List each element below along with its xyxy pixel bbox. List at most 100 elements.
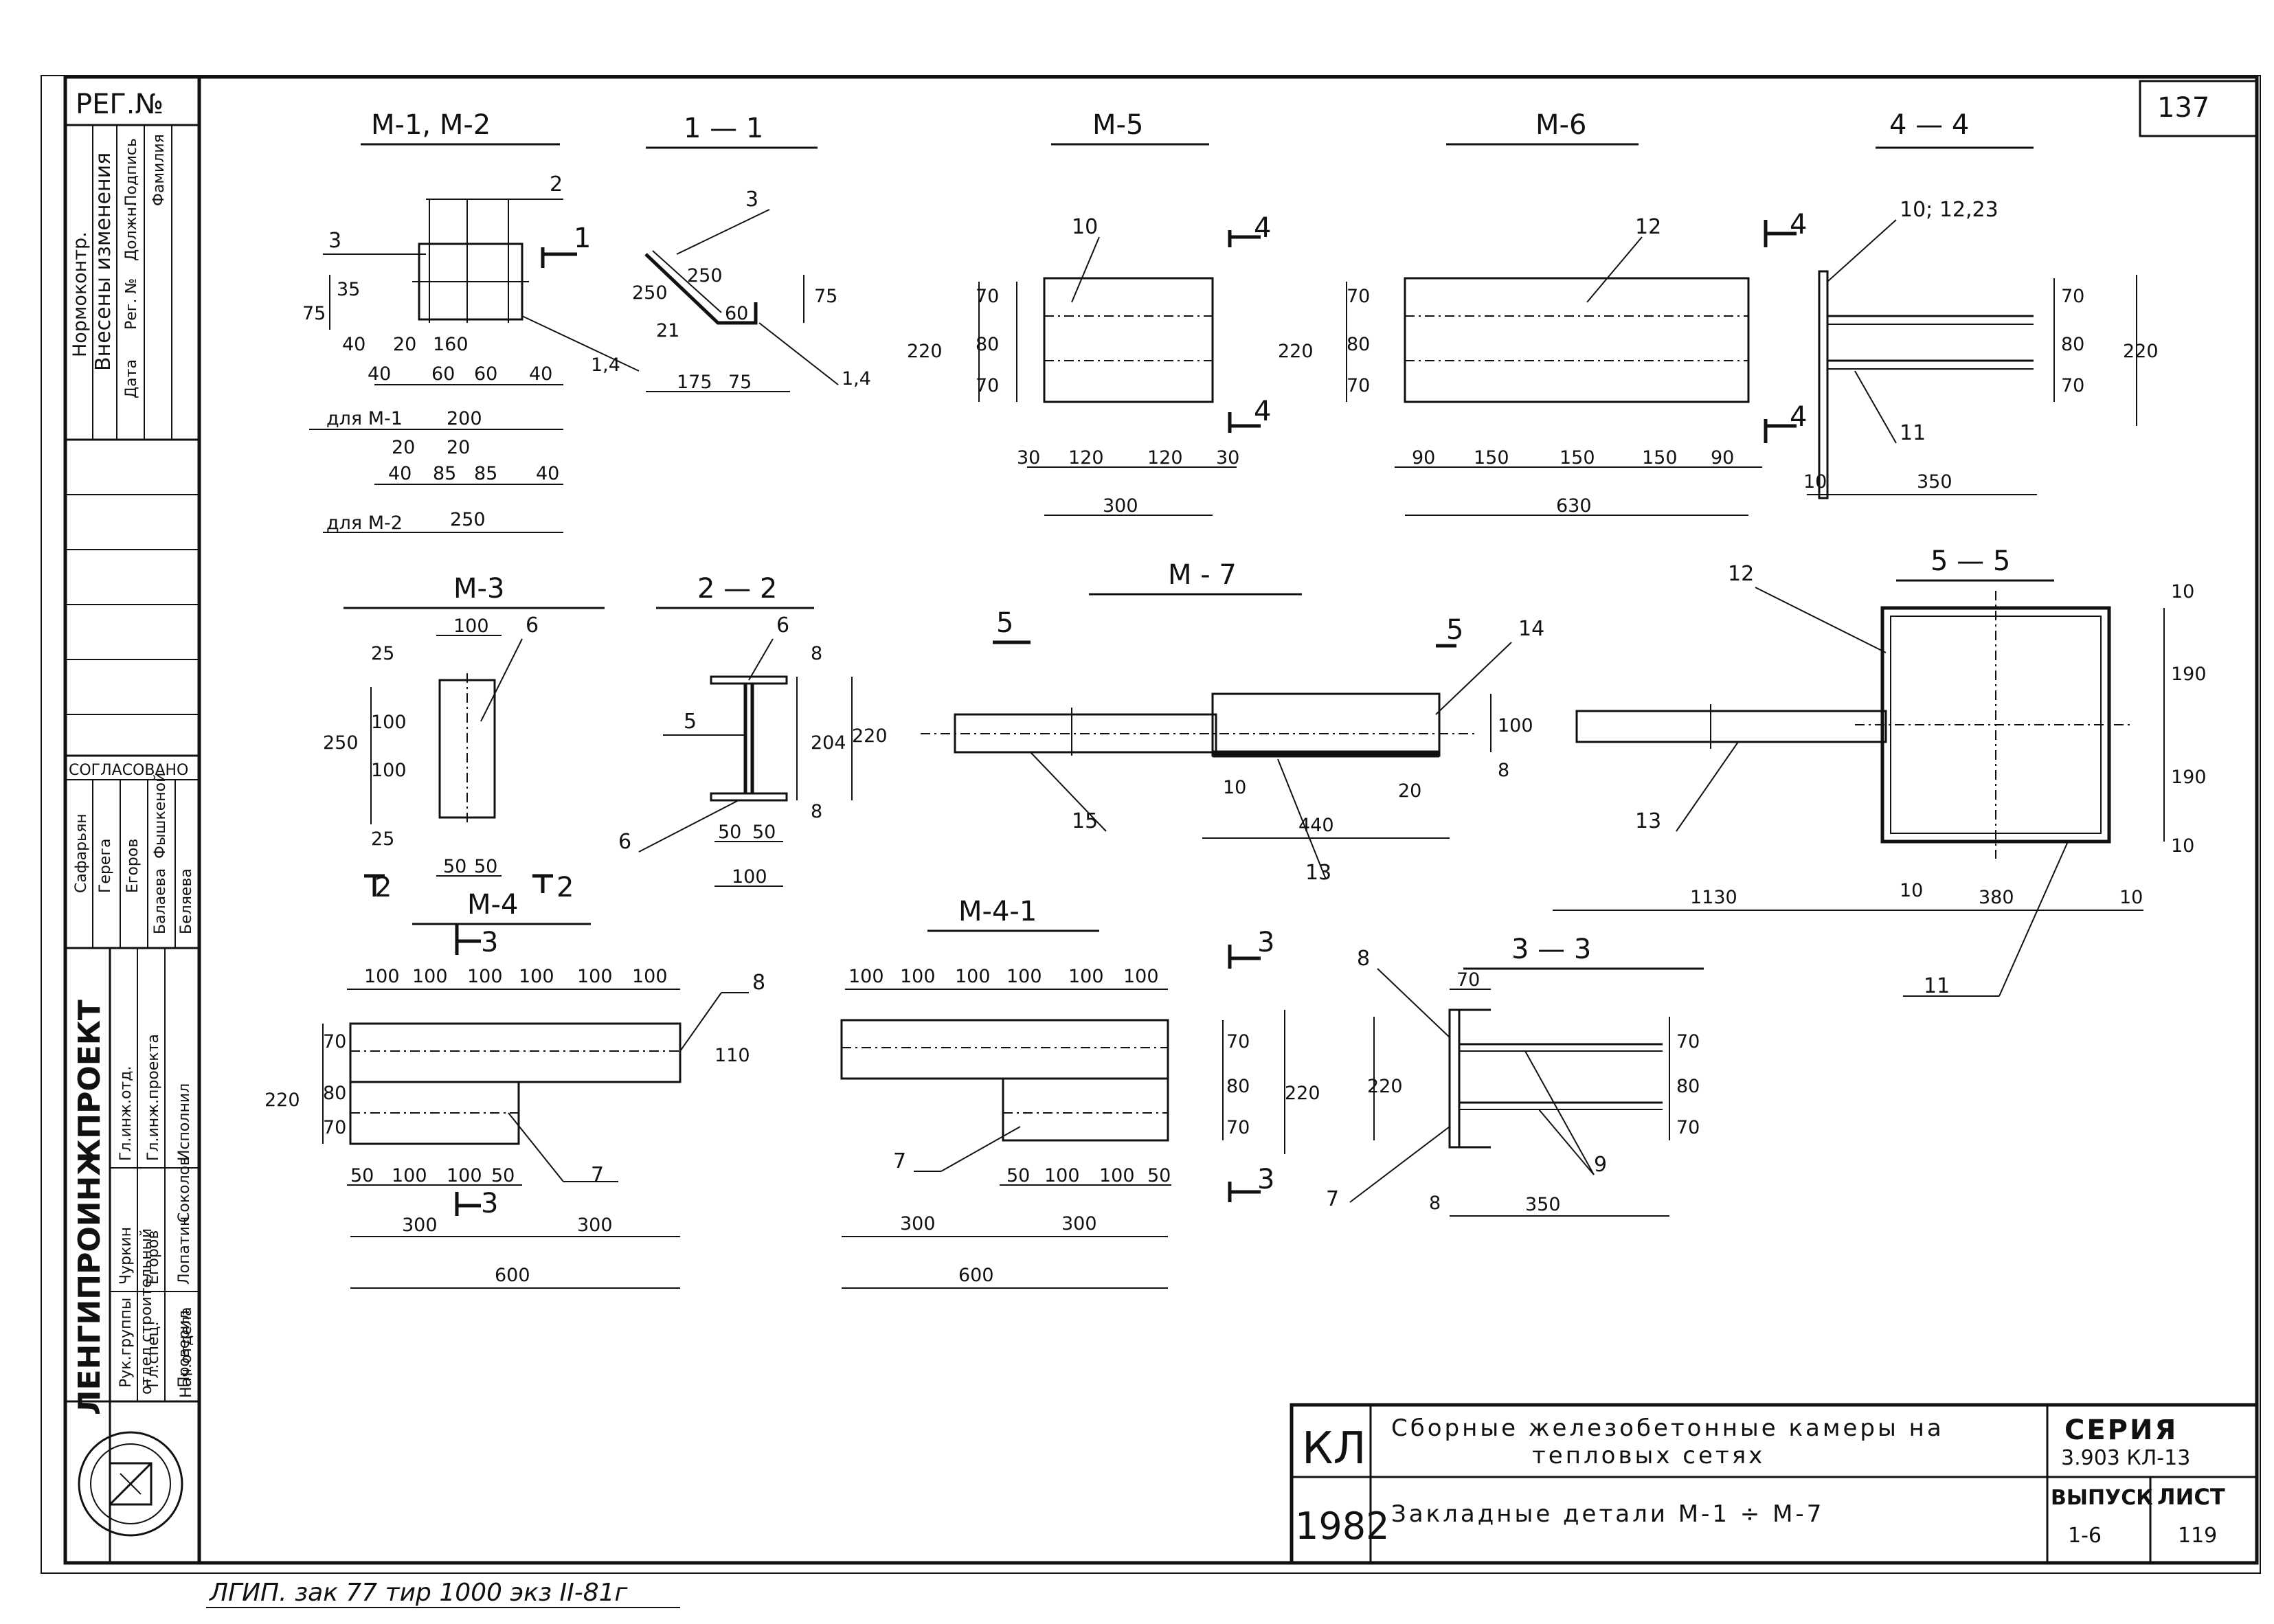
s33-dim-v-2: 80 (1676, 1076, 1700, 1097)
m5-sec-top: 4 (1254, 212, 1271, 244)
m41-dim-bot-4: 50 (1147, 1165, 1171, 1186)
s11-dim-21: 21 (656, 320, 679, 341)
m5-sec-bot: 4 (1254, 396, 1271, 427)
s22-dim-h-2: 50 (752, 822, 776, 843)
s44-total-v: 220 (2123, 341, 2159, 362)
changes-col-reg: Рег. № (123, 278, 140, 330)
m4-dim-bot-4: 50 (491, 1165, 515, 1186)
s33-dim-350: 350 (1525, 1194, 1561, 1215)
s22-dim-v-2: 204 (811, 732, 846, 754)
tb-sheet-label: ЛИСТ (2157, 1484, 2225, 1510)
s33-dim-v-3: 70 (1676, 1117, 1700, 1138)
m6-total-h: 630 (1556, 495, 1592, 517)
s33-dim-8: 8 (1429, 1193, 1441, 1214)
m4-dim-top-1: 100 (364, 966, 400, 987)
s33-dim-70: 70 (1456, 969, 1480, 991)
m4-total: 600 (495, 1265, 530, 1286)
m41-dim-bot-1: 50 (1006, 1165, 1030, 1186)
outer-frame (41, 75, 2261, 1574)
s22-total-v: 220 (852, 725, 888, 747)
s55-dim-v-1: 10 (2171, 581, 2194, 602)
m41-dim-v-2: 80 (1226, 1076, 1250, 1097)
view-section-3-3: 3 — 3 70 8 9 7 220 70 80 70 8 350 (1326, 934, 1704, 1217)
tb-title-line2: тепловых сетях (1532, 1442, 1765, 1469)
agreed-label: СОГЛАСОВАНО (69, 762, 188, 779)
s55-dim-v-2: 190 (2171, 664, 2207, 685)
s11-dim-250b: 250 (632, 282, 668, 304)
s55-dim-10a: 10 (1900, 880, 1923, 901)
changes-col-position: Должн. (123, 202, 140, 261)
m5-dim-v-2: 80 (976, 334, 999, 355)
m6-total-v: 220 (1278, 341, 1314, 362)
s11-dim-250a: 250 (687, 265, 723, 286)
m41-dim-v-1: 70 (1226, 1031, 1250, 1052)
s33-callout-8: 8 (1357, 947, 1370, 971)
view-m1-m2: М-1, М-2 2 3 1 1,4 75 35 40 20 160 40 60… (302, 109, 640, 534)
agreed-name-6: Беляева (178, 868, 195, 934)
s44-dim-v-1: 70 (2061, 286, 2084, 307)
view-section-4-4: 4 — 4 4 4 10; 12,23 11 70 80 70 220 10 3… (1764, 109, 2159, 499)
view-m6: М-6 12 70 80 70 220 90 150 150 150 90 63… (1278, 109, 1762, 517)
m1-callout-3: 3 (328, 229, 341, 253)
m5-dim-h-1: 30 (1017, 447, 1040, 469)
m6-dim-h-3: 150 (1560, 447, 1595, 469)
m3-sec-left: 2 (374, 872, 392, 903)
changes-header: Внесены изменения (91, 153, 115, 371)
m3-dim-h-2: 50 (474, 856, 497, 877)
organization-seal (78, 1431, 183, 1537)
s11-dim-75: 75 (728, 372, 752, 393)
view-m3: М-3 100 6 25 100 100 25 250 50 50 2 2 (323, 573, 605, 903)
m41-dim-bot-2: 100 (1044, 1165, 1080, 1186)
m6-dim-v-2: 80 (1347, 334, 1370, 355)
changes-col-date: Дата (123, 359, 140, 398)
m5-dim-h-3: 120 (1147, 447, 1183, 469)
s44-sec-bot: 4 (1790, 401, 1807, 433)
m41-dim-top-6: 100 (1123, 966, 1159, 987)
m3-dim-v-4: 25 (371, 828, 394, 850)
m4-half-2: 300 (577, 1215, 613, 1236)
role-4: Гл.спец. (145, 1322, 162, 1388)
m41-total: 600 (958, 1265, 994, 1286)
agreed-name-2: Герега (97, 839, 114, 894)
m6-dim-h-5: 90 (1711, 447, 1734, 469)
sheet-corner-box (2139, 80, 2258, 137)
m4-dim-v-3: 70 (323, 1117, 346, 1138)
m4-total-v: 220 (264, 1090, 300, 1111)
m3-callout-6: 6 (526, 613, 539, 638)
changes-col-surname: Фамилия (150, 134, 168, 206)
m41-half-1: 300 (900, 1213, 936, 1234)
s44-dim-v-3: 70 (2061, 375, 2084, 396)
s11-dim-175: 175 (677, 372, 712, 393)
role-6: Проверил (176, 1310, 193, 1388)
m4-dim-top-4: 100 (519, 966, 554, 987)
m1-dim-m1-3: 60 (474, 363, 497, 385)
m1-dim-v-3: 40 (342, 334, 365, 355)
m7-dim-440: 440 (1298, 815, 1334, 836)
head-of-dept-label: Нач.отдела (178, 1307, 195, 1398)
m6-plate (1404, 277, 1750, 403)
m3-dim-v-3: 100 (371, 760, 407, 781)
agreed-name-3: Егоров (124, 839, 142, 893)
s44-callout: 10; 12,23 (1900, 198, 1999, 222)
m4-dim-bot-2: 100 (392, 1165, 427, 1186)
m41-dim-top-3: 100 (955, 966, 991, 987)
tb-year: 1982 (1295, 1504, 1389, 1548)
agreed-name-5: Балаева (152, 868, 169, 934)
m4-half-1: 300 (402, 1215, 438, 1236)
m7-callout-13: 13 (1305, 861, 1331, 885)
m5-total-v: 220 (907, 341, 943, 362)
tb-issue-label: ВЫПУСК (2051, 1486, 2153, 1510)
changes-col-signature: Подпись (123, 138, 140, 206)
m5-total-h: 300 (1103, 495, 1138, 517)
m3-dim-h-1: 50 (443, 856, 466, 877)
s22-dim-v-1: 8 (811, 643, 822, 664)
title-m5: М-5 (1092, 109, 1143, 141)
signer-3: Лопатин (176, 1217, 193, 1285)
s22-callout-6-top: 6 (776, 613, 789, 638)
m6-dim-h-4: 150 (1642, 447, 1678, 469)
s44-dim-10: 10 (1803, 471, 1827, 493)
m7-dim-20: 20 (1398, 780, 1421, 802)
title-block: КЛ 1982 Сборные железобетонные камеры на… (1290, 1403, 2259, 1565)
m41-sec-bot: 3 (1257, 1164, 1274, 1195)
